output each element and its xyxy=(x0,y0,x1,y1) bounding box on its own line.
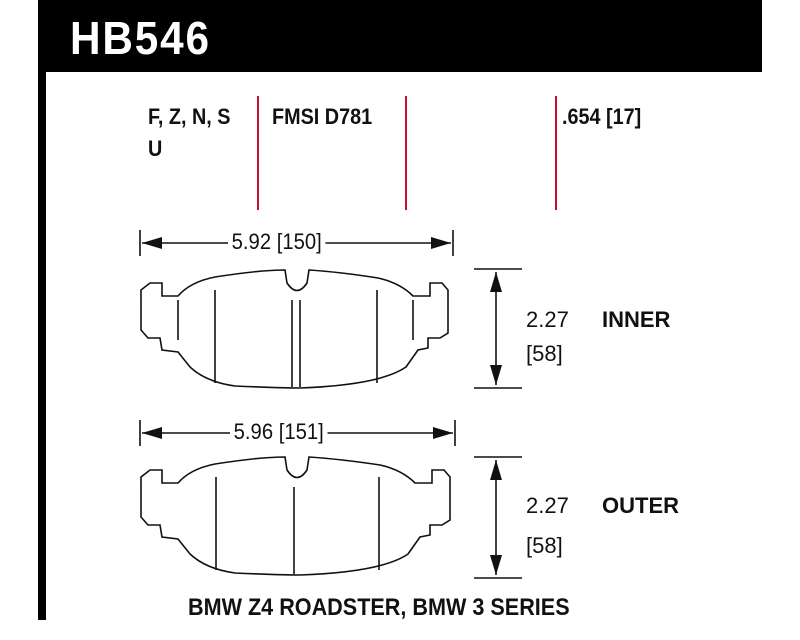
left-border xyxy=(38,72,46,620)
fmsi-number: FMSI D781 xyxy=(272,104,373,129)
vehicle-application: BMW Z4 ROADSTER, BMW 3 SERIES xyxy=(188,594,570,621)
outer-pad-outline xyxy=(140,456,451,576)
outer-height-dimension xyxy=(474,456,522,579)
compound-codes-line2: U xyxy=(148,136,163,161)
outer-position-label: OUTER xyxy=(602,493,679,518)
inner-height-value: 2.27 xyxy=(526,307,569,332)
inner-height-dimension xyxy=(474,268,522,389)
inner-width-label: 5.92 [150] xyxy=(228,229,326,255)
compound-codes-line1: F, Z, N, S xyxy=(148,104,231,129)
inner-pad-outline xyxy=(140,269,449,389)
pad-thickness: .654 [17] xyxy=(562,104,642,129)
inner-height-metric: [58] xyxy=(526,341,563,366)
part-number: HB546 xyxy=(70,12,211,64)
inner-position-label: INNER xyxy=(602,307,671,332)
outer-height-metric: [58] xyxy=(526,533,563,558)
inner-width-dimension xyxy=(139,230,454,256)
outer-width-label: 5.96 [151] xyxy=(230,419,328,445)
outer-height-value: 2.27 xyxy=(526,493,569,518)
header-banner xyxy=(38,0,762,72)
